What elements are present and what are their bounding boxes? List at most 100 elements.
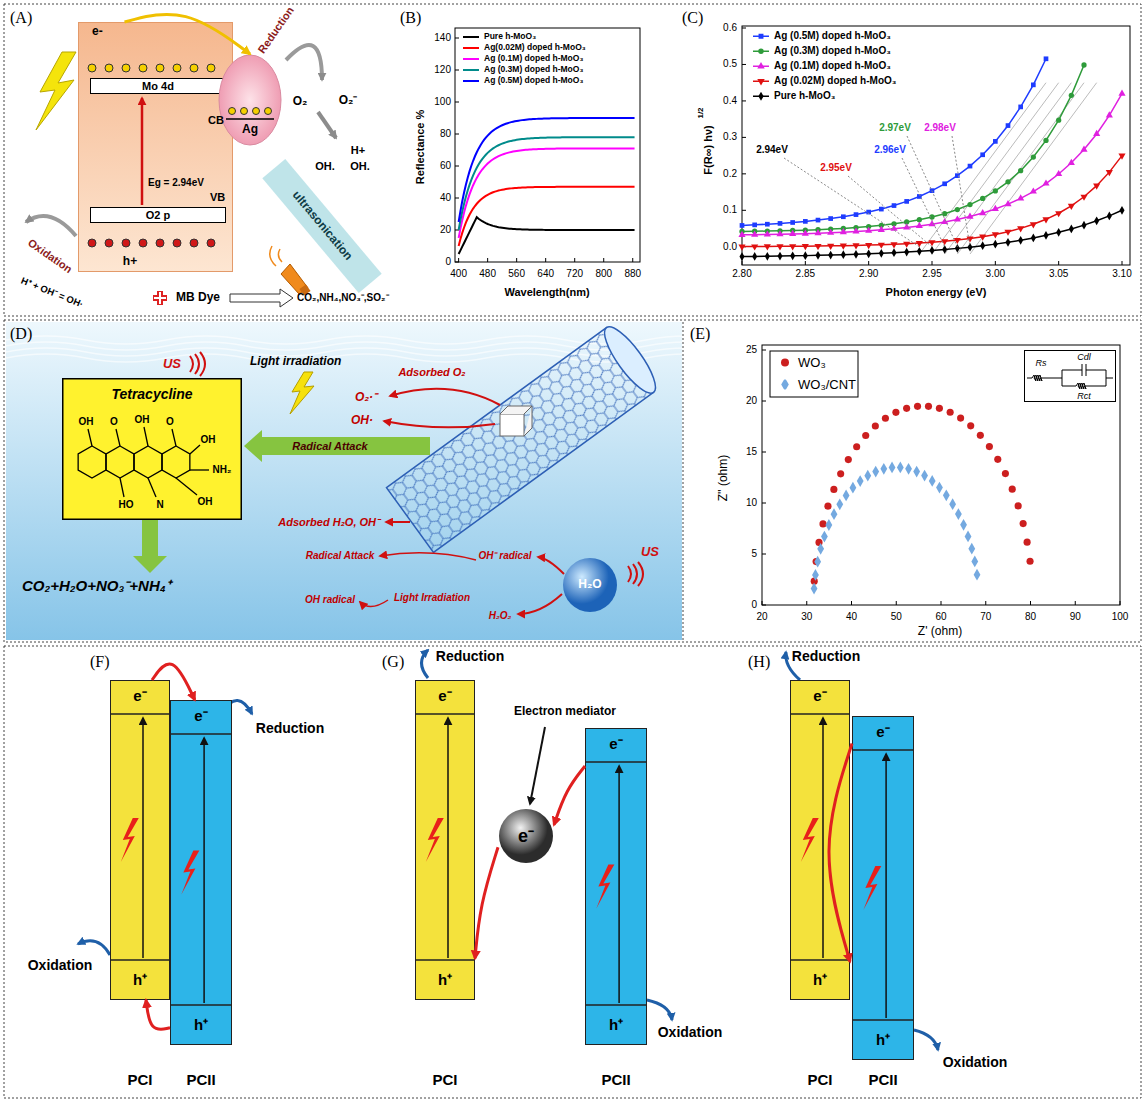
node-text: Eg = 2.94eV xyxy=(148,177,204,189)
photocatalyst-band: e⁻h⁺PCII xyxy=(852,716,914,1060)
node-text: h⁺ xyxy=(876,1031,890,1048)
axis-tick: 15 xyxy=(746,446,757,458)
axis-tick: 100 xyxy=(1112,611,1129,623)
legend-item: Ag (0.3M) doped h-MoO₃ xyxy=(462,65,583,75)
annotation-text: Reduction xyxy=(256,720,324,736)
node-text: e⁻ xyxy=(609,735,622,752)
node-text: h⁺ xyxy=(609,1016,623,1033)
annotation-text: OH· xyxy=(351,414,373,428)
node-text: Tetracycline xyxy=(111,386,192,402)
axis-tick: 40 xyxy=(846,611,857,623)
axis-tick: 3.05 xyxy=(1049,268,1068,280)
annotation-text: MB Dye xyxy=(176,291,220,305)
axis-tick: 10 xyxy=(746,497,757,509)
legend-swatch xyxy=(776,358,794,368)
legend-swatch xyxy=(752,91,770,101)
atom-label: N xyxy=(156,499,163,511)
legend-text: WO₃ xyxy=(798,356,826,371)
panel-letter: (F) xyxy=(90,653,110,671)
annotation-text: Oxidation xyxy=(943,1054,1008,1070)
annotation-text: H+ xyxy=(351,144,365,157)
node-text: Rct xyxy=(1077,391,1091,401)
axis-tick: 880 xyxy=(624,268,641,280)
node-text: PCI xyxy=(807,1071,832,1088)
axis-tick: 80 xyxy=(440,128,451,140)
axis-tick: 0.2 xyxy=(723,168,737,180)
annotation-text: O₂⁻ xyxy=(339,94,358,108)
electron-mediator: Electron mediatore⁻ xyxy=(498,808,554,864)
annotation-text: 2.94eV xyxy=(756,144,788,156)
axis-tick: 100 xyxy=(434,96,451,108)
panel-letter: (E) xyxy=(690,325,710,343)
axis-tick: 2.95 xyxy=(922,268,941,280)
axis-tick: 20 xyxy=(756,611,767,623)
photocatalyst-band: e⁻h⁺PCII xyxy=(170,700,232,1045)
water-background xyxy=(6,322,726,640)
annotation-text: Adsorbed O₂ xyxy=(398,366,465,379)
annotation-text: Light Irradiation xyxy=(394,592,470,604)
panel-letter: (G) xyxy=(382,653,404,671)
transfer-arrow xyxy=(829,744,852,962)
panel-letter: (D) xyxy=(10,325,32,343)
legend-swatch xyxy=(462,54,480,64)
reflectance-chart xyxy=(455,28,640,262)
atom-label: NH₂ xyxy=(213,464,232,476)
node-shape xyxy=(170,700,232,1045)
legend-item: Ag (0.3M) doped h-MoO₃ xyxy=(752,45,891,57)
axis-title: Z' (ohm) xyxy=(918,625,962,639)
axis-tick: 50 xyxy=(891,611,902,623)
annotation-text: Reduction xyxy=(255,4,296,55)
node-text: PCII xyxy=(186,1071,215,1088)
node-text: e⁻ xyxy=(438,687,451,704)
photocatalyst-band: e⁻h⁺PCII xyxy=(585,728,647,1045)
annotation-text: H⁺ + OH⁻ = OH· xyxy=(19,276,84,311)
node-text: Mo 4d xyxy=(142,80,174,93)
atom-label: O xyxy=(110,416,118,428)
node-shape xyxy=(1024,350,1116,402)
charge-transfer-arrows xyxy=(78,650,938,1050)
annotation-text: Light irradiation xyxy=(250,355,341,369)
axis-tick: 560 xyxy=(508,268,525,280)
axis-tick: 0.6 xyxy=(723,22,737,34)
node-text: PCI xyxy=(432,1071,457,1088)
axis-tick: 400 xyxy=(450,268,467,280)
photocatalyst-band: e⁻h⁺PCI xyxy=(415,680,475,1000)
node-text: h⁺ xyxy=(194,1016,208,1033)
axis-tick: 30 xyxy=(801,611,812,623)
axis-tick: 0.0 xyxy=(723,241,737,253)
axis-tick: 2.85 xyxy=(796,268,815,280)
axis-title: F(R∞) hν) xyxy=(702,125,715,174)
node-text: e- xyxy=(92,25,103,39)
impedance-chart xyxy=(762,345,1120,605)
legend-swatch xyxy=(462,65,480,75)
legend-item: Ag (0.5M) doped h-MoO₃ xyxy=(462,76,583,86)
annotation-text: O₂·⁻ xyxy=(355,391,377,405)
annotation-text: US xyxy=(163,357,181,372)
legend-text: Ag (0.5M) doped h-MoO₃ xyxy=(774,30,891,42)
atom-label: OH xyxy=(79,416,94,428)
node-text: h⁺ xyxy=(813,971,827,988)
pollutant-box: Tetracycline xyxy=(62,378,242,520)
legend-item: Pure h-MoO₃ xyxy=(752,90,835,102)
axis-tick: 720 xyxy=(566,268,583,280)
annotation-text: OH. xyxy=(350,160,370,173)
atom-label: OH xyxy=(135,414,150,426)
tauc-chart xyxy=(738,26,1130,265)
annotation-text: Oxidation xyxy=(658,1024,723,1040)
annotation-text: OH radical xyxy=(305,594,355,606)
axis-tick: 0.3 xyxy=(723,132,737,144)
axis-tick: 60 xyxy=(935,611,946,623)
node-shape xyxy=(790,680,850,1000)
node-text: e⁻ xyxy=(518,826,534,847)
atom-label: OH xyxy=(201,434,216,446)
panel-frame xyxy=(4,4,1141,1098)
node-text: Ag xyxy=(242,123,258,137)
axis-title: Wavelength(nm) xyxy=(504,286,589,299)
annotation-text: 2.96eV xyxy=(874,144,906,156)
axis-tick: 640 xyxy=(537,268,554,280)
atom-label: OH xyxy=(198,496,213,508)
legend-swatch xyxy=(462,32,480,42)
node-shape xyxy=(585,728,647,1045)
equivalent-circuit: RsCdlRct xyxy=(1024,350,1116,402)
axis-tick: 480 xyxy=(479,268,496,280)
